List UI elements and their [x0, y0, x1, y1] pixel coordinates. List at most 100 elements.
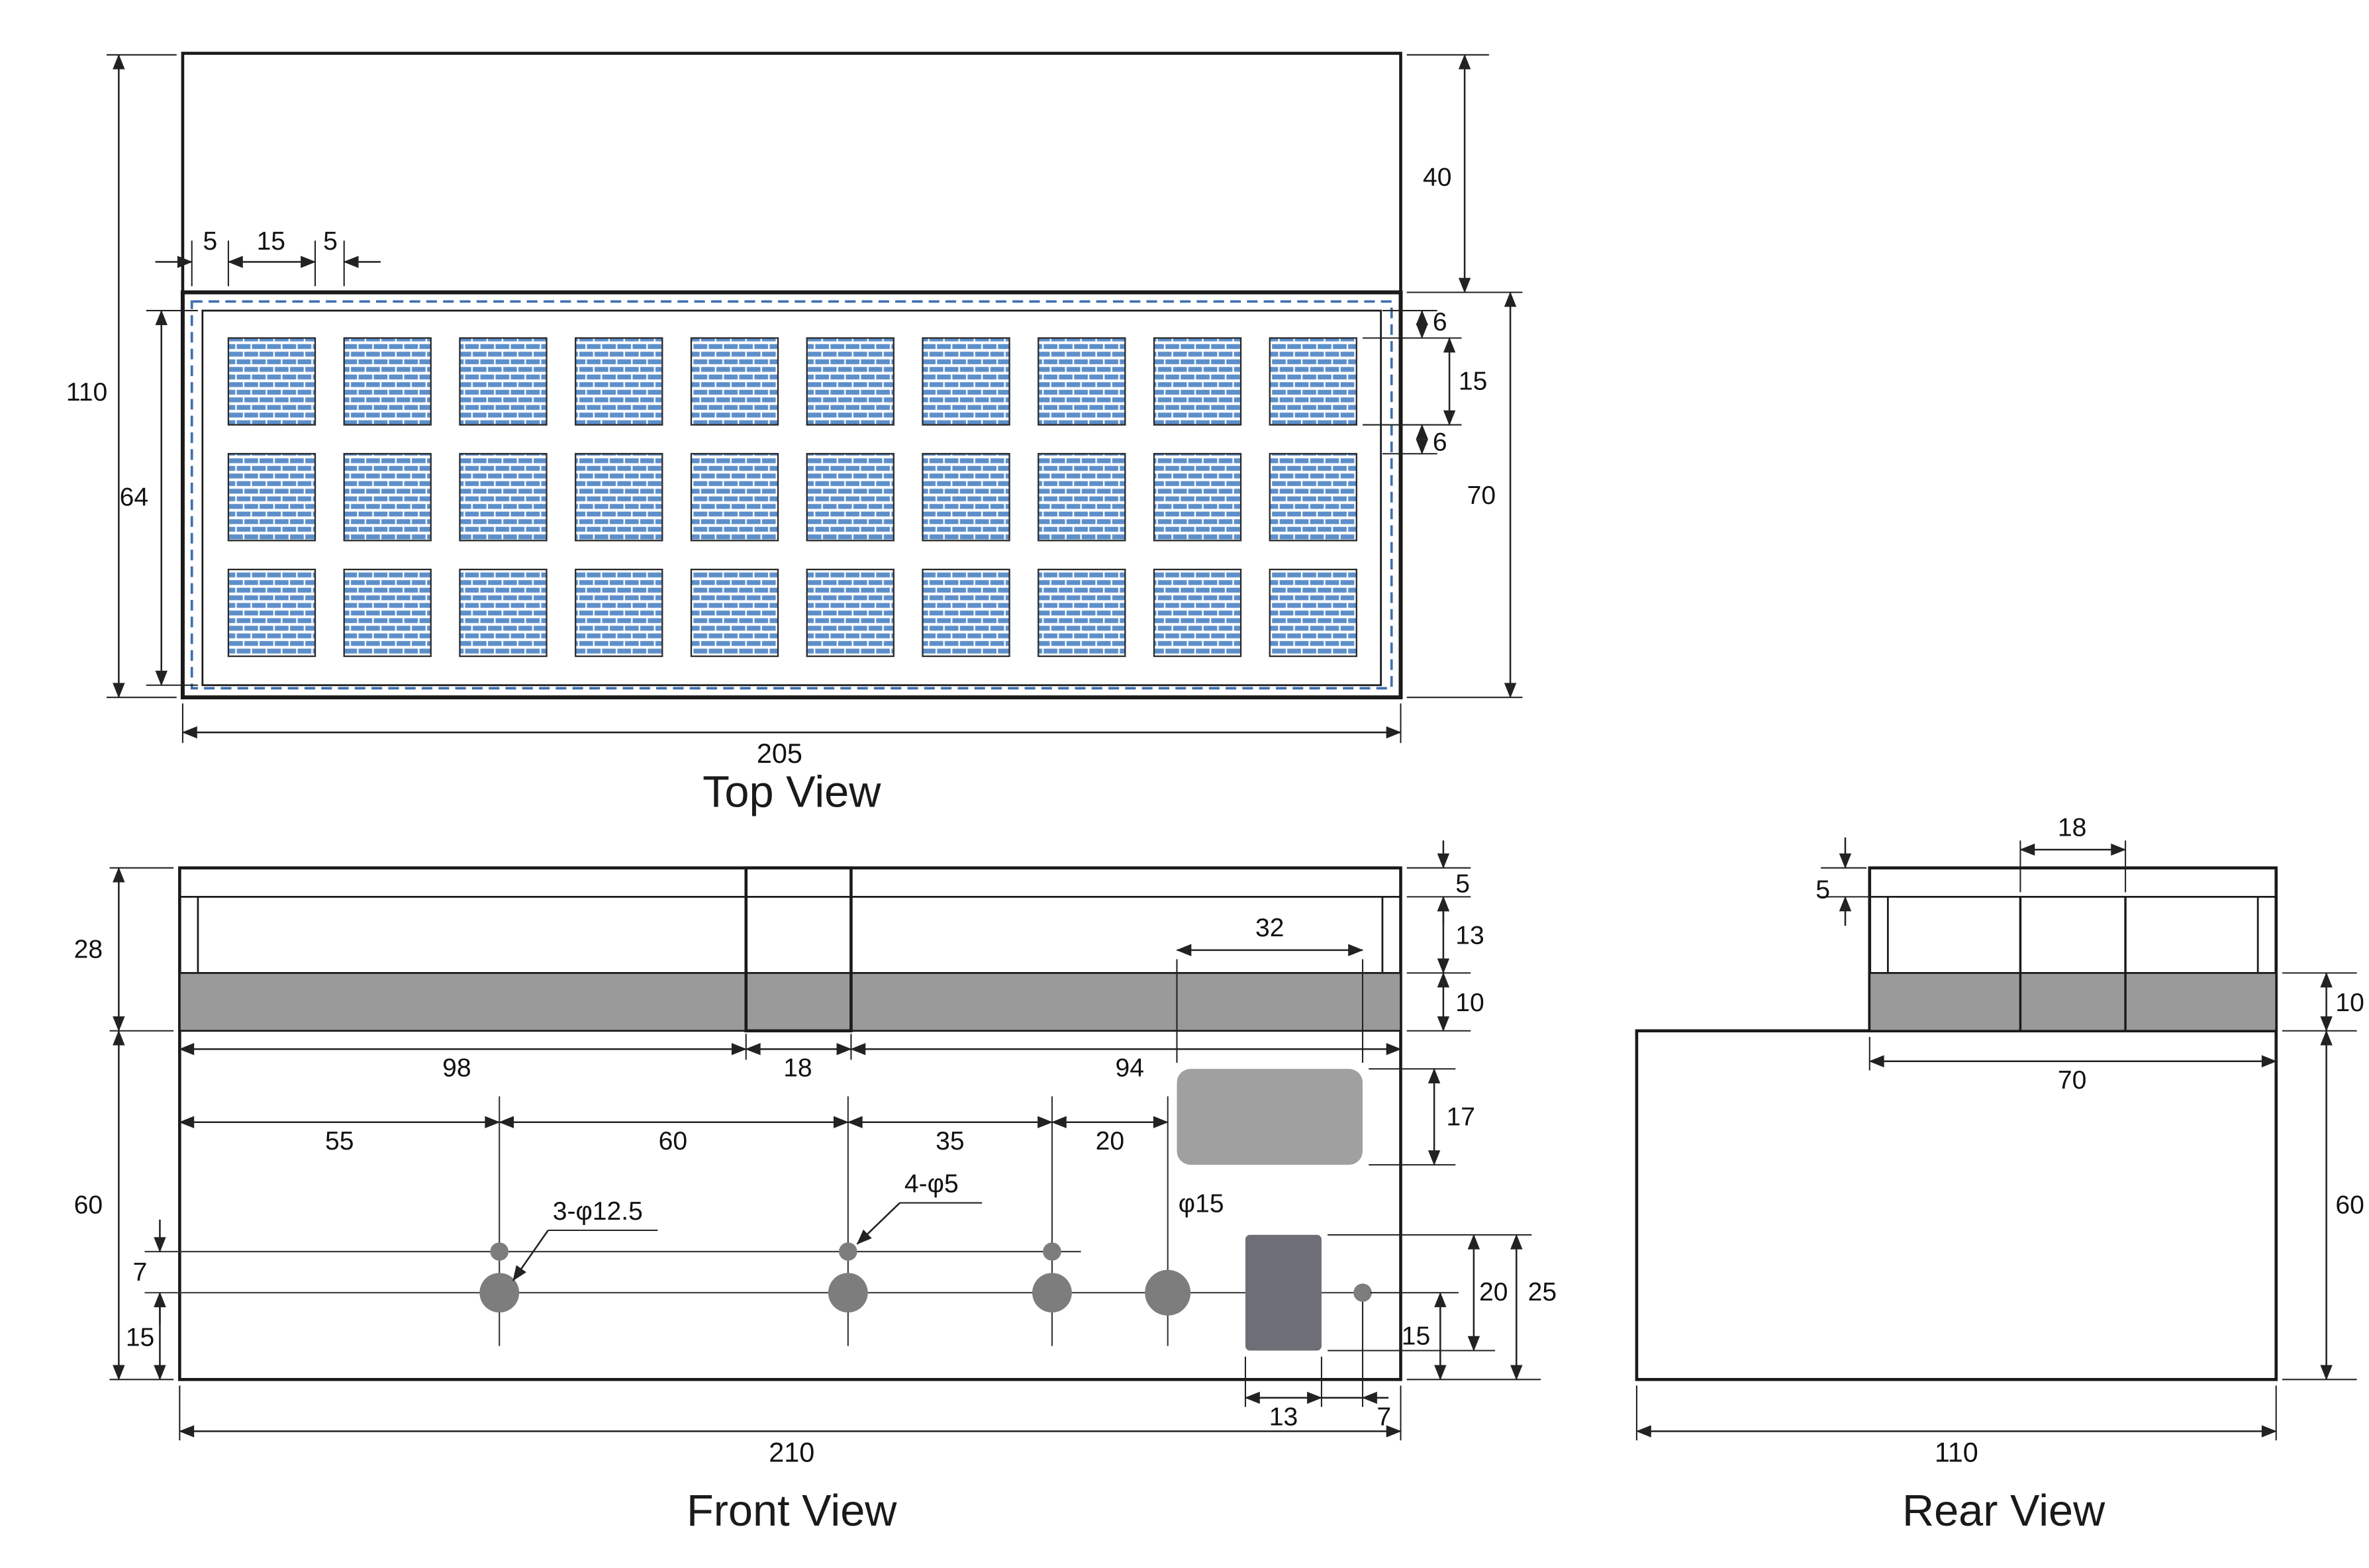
callout-large-holes: 3-φ12.5 [553, 1197, 643, 1226]
panel-dashed-border [190, 300, 1393, 690]
vent-cell-1-5 [806, 453, 894, 542]
vent-cell-0-4 [690, 337, 779, 426]
top-view: 110 64 40 70 6 15 6 [66, 52, 1523, 817]
dim-rear-overall-width: 110 [1935, 1438, 1978, 1468]
vent-cell-1-1 [343, 453, 432, 542]
center-block [744, 866, 853, 1033]
front-view-dimensions: 28 60 5 13 10 32 17 [74, 840, 1557, 1468]
dim-front-right-25: 25 [1528, 1278, 1557, 1306]
vent-cell-0-5 [806, 337, 894, 426]
dim-top-frame-edge: 5 [203, 227, 217, 256]
top-view-dimensions: 110 64 40 70 6 15 6 [66, 54, 1523, 769]
dim-front-cap-height: 28 [74, 935, 103, 963]
top-view-title: Top View [702, 768, 881, 817]
vent-cell-1-9 [1269, 453, 1357, 542]
vent-cell-2-6 [922, 568, 1010, 658]
dim-front-right-20: 20 [1479, 1278, 1508, 1306]
dim-front-hole-offset-4: 20 [1096, 1127, 1124, 1155]
vent-cell-1-6 [922, 453, 1010, 542]
dim-front-right-span: 94 [1115, 1054, 1143, 1083]
vent-cell-2-0 [227, 568, 316, 658]
vent-cell-0-9 [1269, 337, 1357, 426]
dim-rear-bar-width: 70 [2058, 1066, 2086, 1095]
dim-front-body-height: 60 [74, 1191, 103, 1220]
front-view-title: Front View [687, 1487, 897, 1536]
hole-large-2 [828, 1273, 868, 1313]
dim-front-left-span: 98 [442, 1054, 471, 1083]
dim-top-cell-gap: 5 [323, 227, 338, 256]
vent-cell-0-1 [343, 337, 432, 426]
vent-cell-0-6 [922, 337, 1010, 426]
dim-front-hole-offset-1: 55 [325, 1127, 354, 1155]
vent-cell-2-7 [1038, 568, 1126, 658]
vent-cell-2-3 [575, 568, 663, 658]
dim-top-inner-height: 64 [120, 483, 148, 511]
top-view-panel-outline [180, 290, 1403, 700]
vent-cell-0-8 [1153, 337, 1242, 426]
dim-front-hole-offset-3: 35 [936, 1127, 964, 1155]
hole-small-3 [1043, 1242, 1061, 1261]
hole-large-1 [479, 1273, 520, 1313]
top-view-body [180, 52, 1403, 700]
rear-view-body [1635, 866, 2278, 1381]
dim-front-right-15: 15 [1402, 1322, 1430, 1350]
hole-small-4 [1353, 1283, 1372, 1302]
vent-cell-2-9 [1269, 568, 1357, 658]
dim-front-hole-offset-2: 60 [659, 1127, 687, 1155]
dim-top-cell-width: 15 [257, 227, 285, 256]
dim-top-panel-height: 70 [1467, 481, 1496, 510]
vent-cell-2-1 [343, 568, 432, 658]
dim-rear-center-width: 18 [2058, 813, 2086, 842]
front-view: 28 60 5 13 10 32 17 [74, 840, 1557, 1536]
vent-cell-1-2 [459, 453, 548, 542]
mount-pad [1177, 1069, 1363, 1165]
dim-top-cell-height: 15 [1459, 368, 1487, 396]
connector-block [1245, 1234, 1322, 1351]
dim-front-plate-thickness: 5 [1455, 869, 1470, 898]
dim-front-slot-width: 13 [1269, 1402, 1298, 1431]
rear-view-title: Rear View [1902, 1487, 2105, 1536]
vent-cell-1-3 [575, 453, 663, 542]
vent-cell-2-4 [690, 568, 779, 658]
vent-cell-1-7 [1038, 453, 1126, 542]
front-view-body [178, 866, 1402, 1381]
front-view-features [479, 1234, 1372, 1351]
hole-large-3 [1032, 1273, 1072, 1313]
vent-cell-2-2 [459, 568, 548, 658]
panel-inner-frame [201, 309, 1382, 687]
dim-front-slot-offset: 7 [1377, 1402, 1391, 1431]
hatch-grid [227, 337, 1357, 658]
hole-small-2 [839, 1242, 857, 1261]
top-view-back-outline [181, 52, 1402, 294]
rear-gasket-bar [1868, 971, 2278, 1032]
dim-front-bar-height: 10 [1455, 989, 1484, 1017]
vent-cell-2-5 [806, 568, 894, 658]
rear-view-outline [1635, 1029, 2278, 1381]
gasket-bar [178, 971, 1402, 1032]
hole-phi15 [1145, 1269, 1191, 1316]
dim-rear-plate-thickness: 5 [1815, 876, 1830, 905]
dim-top-margin: 6 [1433, 308, 1447, 336]
vent-cell-0-2 [459, 337, 548, 426]
dim-front-overall-width: 210 [769, 1438, 814, 1468]
dim-top-row-gap: 6 [1433, 428, 1447, 457]
dim-top-overall-height: 110 [66, 378, 107, 407]
dim-front-line-offset: 7 [133, 1258, 148, 1287]
vent-cell-2-8 [1153, 568, 1242, 658]
dim-front-centerline-height: 15 [126, 1324, 154, 1352]
rear-view: 18 5 10 70 60 110 Rea [1635, 813, 2364, 1536]
dim-top-panel-width: 205 [757, 738, 802, 769]
dim-top-back-depth: 40 [1423, 164, 1451, 192]
callout-small-holes: 4-φ5 [904, 1169, 959, 1198]
dim-rear-bar-height: 10 [2335, 989, 2364, 1017]
dim-front-center-span: 18 [783, 1054, 812, 1083]
dim-front-pad-height: 17 [1447, 1102, 1475, 1131]
vent-cell-1-4 [690, 453, 779, 542]
vent-cell-0-3 [575, 337, 663, 426]
vent-cell-0-0 [227, 337, 316, 426]
vent-cell-1-0 [227, 453, 316, 542]
dim-front-wall-height: 13 [1455, 922, 1484, 950]
dim-front-pad-width: 32 [1255, 914, 1284, 942]
vent-cell-1-8 [1153, 453, 1242, 542]
